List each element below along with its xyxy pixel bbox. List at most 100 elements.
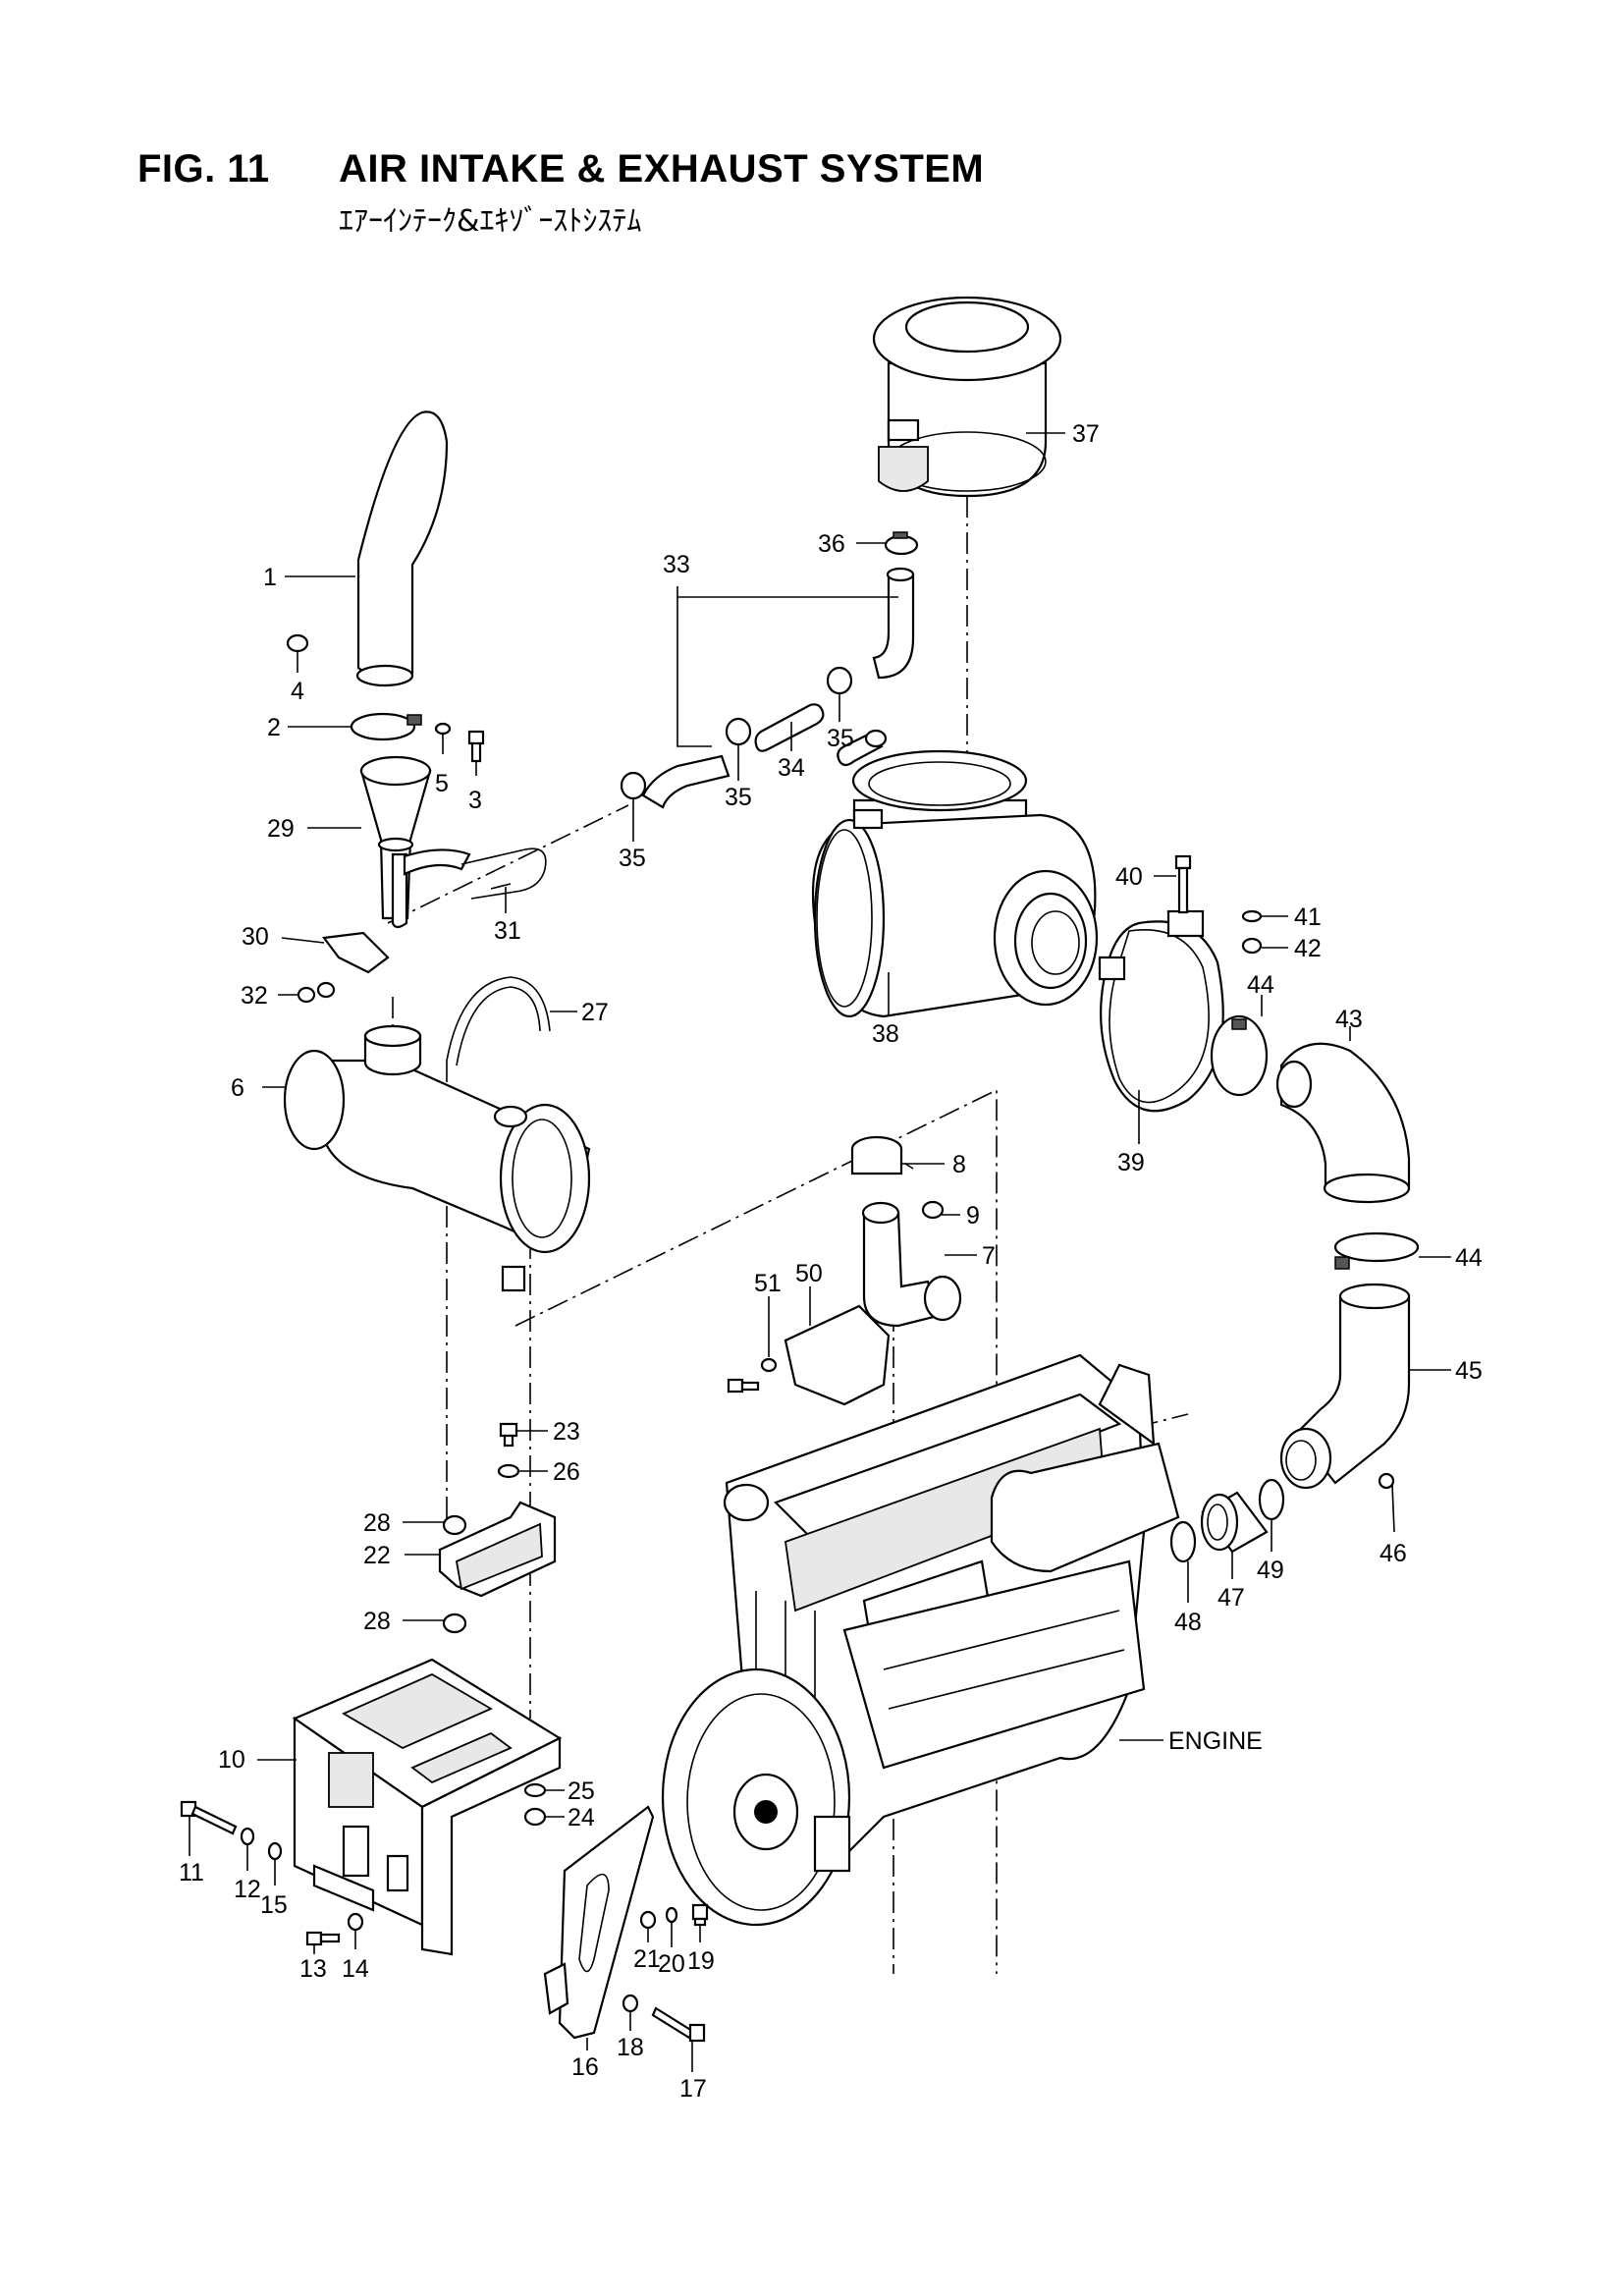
part-51-washer — [760, 1357, 778, 1373]
part-39-mounting-band — [1098, 909, 1224, 1113]
label-part-46: 46 — [1380, 1540, 1407, 1567]
label-part-19: 19 — [687, 1947, 715, 1975]
label-part-11: 11 — [179, 1859, 204, 1886]
label-part-2: 2 — [267, 714, 281, 741]
part-2-clamp — [350, 712, 422, 741]
part-43-rubber-elbow — [1275, 1042, 1411, 1204]
part-12-washer — [240, 1827, 255, 1846]
label-part-36: 36 — [818, 530, 845, 558]
part-26-washer — [497, 1463, 520, 1479]
part-13-bolt — [305, 1931, 341, 1946]
part-46-screw — [1378, 1472, 1395, 1490]
label-part-8: 8 — [952, 1151, 966, 1178]
part-45-intake-pipe — [1279, 1283, 1411, 1490]
part-18-washer — [622, 1994, 639, 2013]
label-part-16: 16 — [571, 2053, 599, 2081]
label-part-1: 1 — [263, 564, 277, 591]
label-part-25: 25 — [568, 1777, 595, 1805]
part-51-bolt — [727, 1378, 760, 1394]
part-3-bolt — [467, 730, 485, 763]
part-29-exhaust-pipe — [359, 755, 471, 929]
part-4-nut — [286, 633, 309, 653]
label-part-31: 31 — [494, 917, 521, 945]
label-part-14: 14 — [342, 1955, 369, 1983]
part-8-flange — [850, 1135, 903, 1175]
label-part-22: 22 — [363, 1542, 391, 1569]
label-part-37: 37 — [1072, 420, 1100, 448]
part-33-breather-hose — [641, 567, 915, 809]
label-engine: ENGINE — [1168, 1727, 1263, 1755]
label-part-7: 7 — [982, 1242, 996, 1270]
part-23-bolt — [499, 1422, 518, 1448]
label-part-38: 38 — [872, 1020, 899, 1048]
figure-title: AIR INTAKE & EXHAUST SYSTEM — [339, 147, 985, 191]
label-part-10: 10 — [218, 1746, 245, 1774]
label-part-49: 49 — [1257, 1557, 1284, 1584]
part-6-muffler — [283, 1024, 591, 1292]
label-part-33: 33 — [663, 551, 690, 578]
part-40-bolt — [1174, 854, 1192, 914]
label-part-5: 5 — [435, 770, 449, 797]
part-1-exhaust-tailpipe — [355, 410, 449, 687]
label-part-6: 6 — [231, 1074, 244, 1102]
label-part-34: 34 — [778, 754, 805, 782]
part-28-nut-top — [442, 1514, 467, 1536]
part-10-mounting-base — [292, 1658, 563, 1956]
part-49-clamp — [1258, 1478, 1285, 1521]
part-41-washer — [1241, 909, 1263, 923]
label-part-45: 45 — [1455, 1357, 1483, 1385]
part-44-hose-clamps — [1210, 1014, 1420, 1270]
label-part-35-b: 35 — [725, 784, 752, 811]
label-part-35-c: 35 — [827, 725, 854, 752]
label-part-9: 9 — [966, 1202, 980, 1230]
part-22-muffler-bracket — [438, 1501, 557, 1598]
label-part-28-top: 28 — [363, 1509, 391, 1537]
label-part-51: 51 — [754, 1270, 782, 1297]
label-part-29: 29 — [267, 815, 295, 843]
label-part-15: 15 — [260, 1891, 288, 1919]
label-part-12: 12 — [234, 1876, 261, 1903]
part-25-washer — [523, 1782, 547, 1798]
part-47-adapter — [1200, 1491, 1269, 1554]
label-part-39: 39 — [1117, 1149, 1145, 1176]
label-part-44-a: 44 — [1247, 971, 1274, 999]
part-21-washer — [639, 1910, 657, 1930]
part-31-u-bolt — [460, 847, 547, 900]
label-part-17: 17 — [679, 2075, 707, 2103]
label-part-28-bottom: 28 — [363, 1608, 391, 1635]
part-number-labels: 1 2 3 4 5 6 7 8 9 10 11 12 13 14 15 16 1… — [179, 420, 1483, 2103]
part-14-washer — [347, 1912, 364, 1932]
figure-number: FIG. 11 — [137, 147, 270, 191]
label-part-18: 18 — [617, 2034, 644, 2061]
label-part-48: 48 — [1174, 1609, 1202, 1636]
label-part-26: 26 — [553, 1458, 580, 1486]
part-17-bolt — [651, 2006, 706, 2043]
part-32-nuts — [297, 981, 336, 1004]
label-part-47: 47 — [1217, 1584, 1245, 1612]
part-7-exhaust-elbow — [861, 1201, 962, 1328]
label-part-27: 27 — [581, 999, 609, 1026]
part-27-u-bolt — [446, 976, 551, 1066]
label-part-35-a: 35 — [619, 845, 646, 872]
flywheel-housing — [661, 1667, 851, 1927]
label-part-32: 32 — [241, 982, 268, 1010]
label-part-42: 42 — [1294, 935, 1322, 962]
part-34-hose — [754, 703, 825, 752]
part-30-bracket — [321, 931, 390, 974]
part-36-hose-clamp — [884, 531, 919, 556]
part-48-clamp — [1169, 1520, 1197, 1563]
label-part-21: 21 — [633, 1945, 661, 1973]
label-part-24: 24 — [568, 1804, 595, 1831]
part-42-nut — [1241, 937, 1263, 955]
label-part-40: 40 — [1115, 863, 1143, 891]
part-38-air-cleaner — [811, 749, 1099, 1018]
part-5-washer — [434, 722, 452, 736]
part-15-washer — [267, 1841, 283, 1861]
label-part-50: 50 — [795, 1260, 823, 1287]
part-50-heat-shield — [784, 1304, 891, 1406]
part-19-bolt — [691, 1903, 709, 1927]
part-11-bolt — [180, 1800, 238, 1835]
label-part-20: 20 — [658, 1950, 685, 1978]
part-28-nut-bottom — [442, 1613, 467, 1634]
